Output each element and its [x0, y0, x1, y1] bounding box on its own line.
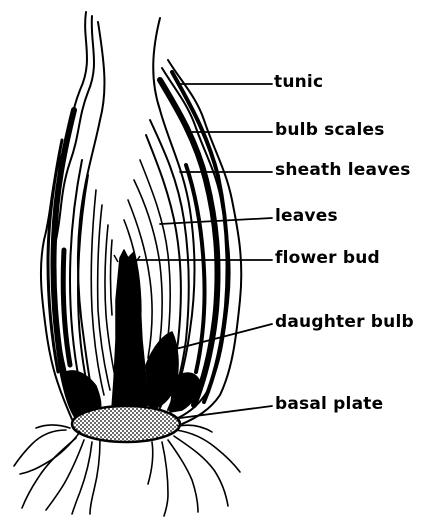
label-sheath-leaves: sheath leaves: [275, 160, 411, 180]
label-bulb-scales: bulb scales: [275, 120, 385, 140]
flower-bud: [112, 250, 150, 408]
label-flower-bud: flower bud: [275, 248, 380, 268]
label-basal-plate: basal plate: [275, 394, 383, 414]
label-tunic: tunic: [274, 72, 323, 92]
basal-plate: [72, 406, 180, 442]
label-leaves: leaves: [275, 206, 338, 226]
label-daughter-bulb: daughter bulb: [275, 312, 414, 332]
